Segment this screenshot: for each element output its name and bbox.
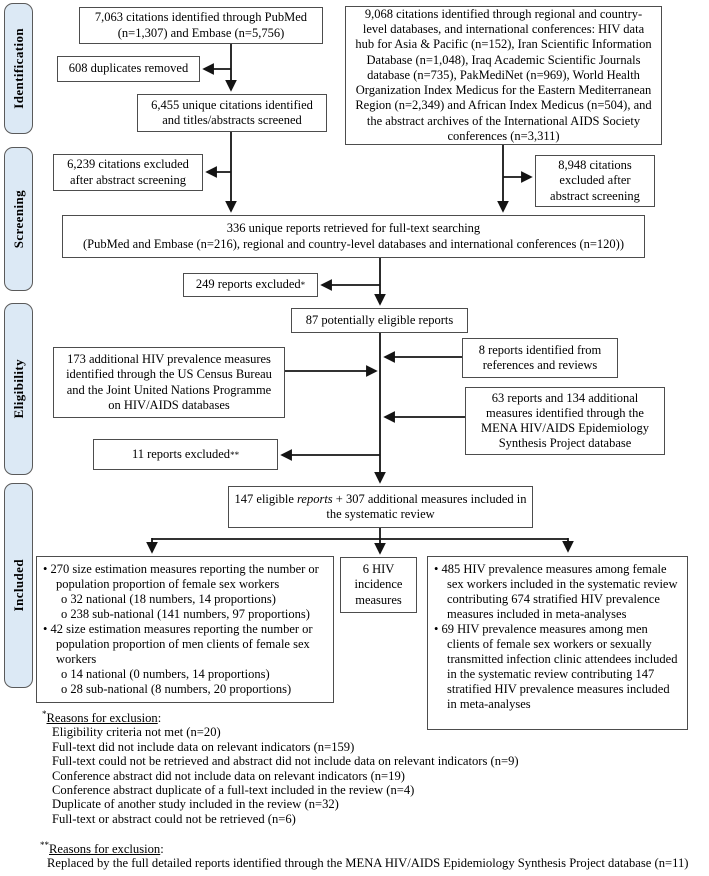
- list-item: 69 HIV prevalence measures among men cli…: [434, 622, 680, 712]
- stage-screening-label: Screening: [10, 189, 26, 249]
- box-fulltext-line1: 336 unique reports retrieved for full-te…: [226, 221, 481, 236]
- box-references-reviews: 8 reports identified from references and…: [462, 338, 618, 378]
- stage-screening: Screening: [4, 147, 33, 291]
- footnote-first: *Reasons for exclusion: Eligibility crit…: [42, 708, 519, 826]
- stage-eligibility: Eligibility: [4, 303, 33, 475]
- box-duplicates-removed: 608 duplicates removed: [57, 56, 200, 82]
- box-hiv-incidence: 6 HIV incidence measures: [340, 557, 417, 613]
- stage-included-label: Included: [10, 559, 26, 612]
- stage-included: Included: [4, 483, 33, 688]
- box-size-estimation: 270 size estimation measures reporting t…: [36, 556, 334, 703]
- box-11-excluded: 11 reports excluded**: [93, 439, 278, 470]
- box-regional-databases: 9,068 citations identified through regio…: [345, 6, 662, 145]
- box-fulltext-retrieved: 336 unique reports retrieved for full-te…: [62, 215, 645, 258]
- list-item: 32 national (18 numbers, 14 proportions): [43, 592, 326, 607]
- footnote-line: Eligibility criteria not met (n=20): [52, 725, 221, 740]
- list-item: 485 HIV prevalence measures among female…: [434, 562, 680, 622]
- italic-reports: reports: [297, 492, 333, 506]
- box-147-eligible: 147 eligible reports + 307 additional me…: [228, 486, 533, 528]
- box-unique-citations: 6,455 unique citations identified and ti…: [137, 94, 327, 132]
- list-item: 28 sub-national (8 numbers, 20 proportio…: [43, 682, 326, 697]
- footnote-line: Conference abstract did not include data…: [52, 768, 405, 783]
- stage-identification: Identification: [4, 3, 33, 134]
- asterisk-icon: *: [42, 708, 47, 719]
- footnote-line: Duplicate of another study included in t…: [52, 797, 339, 812]
- footnote-line: Conference abstract duplicate of a full-…: [52, 783, 415, 798]
- footnote-line: Full-text could not be retrieved and abs…: [52, 754, 519, 769]
- box-mena-database: 63 reports and 134 additional measures i…: [465, 387, 665, 455]
- box-hiv-prevalence: 485 HIV prevalence measures among female…: [427, 556, 688, 730]
- box-pubmed-embase: 7,063 citations identified through PubMe…: [79, 7, 323, 44]
- footnote-second: **Reasons for exclusion: Replaced by the…: [40, 839, 689, 871]
- prevalence-list: 485 HIV prevalence measures among female…: [434, 562, 680, 712]
- footnote-line: Full-text did not include data on releva…: [52, 739, 355, 754]
- footnote-second-heading: **Reasons for exclusion:: [40, 839, 164, 856]
- list-item: 270 size estimation measures reporting t…: [43, 562, 326, 592]
- box-249-excluded: 249 reports excluded*: [183, 273, 318, 297]
- stage-eligibility-label: Eligibility: [10, 359, 26, 419]
- box-excluded-abstract-right: 8,948 citations excluded after abstract …: [535, 155, 655, 207]
- box-excluded-abstract-left: 6,239 citations excluded after abstract …: [53, 154, 203, 191]
- list-item: 14 national (0 numbers, 14 proportions): [43, 667, 326, 682]
- size-estimation-list: 270 size estimation measures reporting t…: [43, 562, 326, 697]
- double-asterisk-icon: **: [40, 839, 49, 850]
- footnote-line: Full-text or abstract could not be retri…: [52, 811, 296, 826]
- box-potentially-eligible: 87 potentially eligible reports: [291, 308, 468, 333]
- list-item: 238 sub-national (141 numbers, 97 propor…: [43, 607, 326, 622]
- list-item: 42 size estimation measures reporting th…: [43, 622, 326, 667]
- box-census-unaids: 173 additional HIV prevalence measures i…: [53, 347, 285, 418]
- box-fulltext-line2: (PubMed and Embase (n=216), regional and…: [83, 236, 624, 251]
- footnote-first-heading: *Reasons for exclusion:: [42, 708, 162, 725]
- footnote-line: Replaced by the full detailed reports id…: [47, 856, 689, 871]
- stage-identification-label: Identification: [10, 28, 26, 109]
